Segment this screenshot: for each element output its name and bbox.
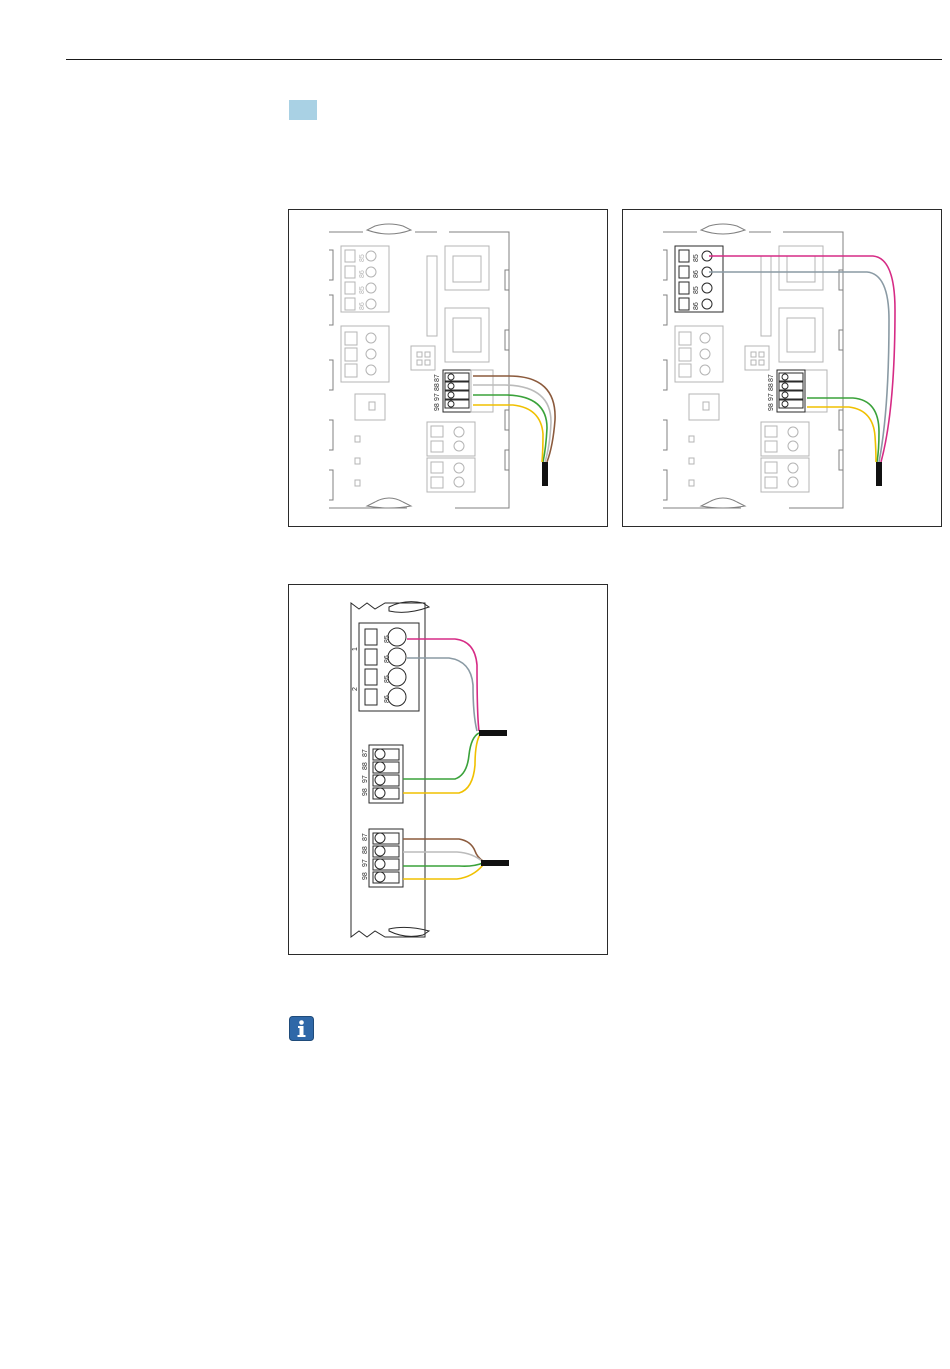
fig1-slot-b-label: 97 — [434, 393, 441, 401]
wire-yellow — [473, 405, 543, 462]
fig2-slot-b-label: 87 — [768, 374, 775, 382]
relay-label: 85 — [384, 675, 391, 683]
connector-bottom-label: 88 — [362, 846, 369, 854]
info-icon — [289, 1016, 314, 1041]
top-clip — [367, 224, 411, 234]
fig2-slot-b-label: 97 — [768, 393, 775, 401]
wire-green-lower — [403, 863, 483, 866]
bottom-clip — [367, 498, 411, 508]
cable-end — [876, 462, 882, 486]
connector-bottom-label: 87 — [362, 833, 369, 841]
cable-end — [479, 730, 507, 736]
fig2-slot-b-label: 98 — [768, 403, 775, 411]
wire-green — [403, 733, 479, 779]
connector-top — [369, 745, 403, 803]
connector-bottom-label: 97 — [362, 859, 369, 867]
fig2-slot-a-label: 86 — [693, 270, 700, 278]
connector-top-label: 98 — [362, 788, 369, 796]
top-clip — [701, 224, 745, 234]
fig1-slot-a-label: 86 — [359, 270, 366, 278]
wiring-figure-3: 1 2 85 86 85 86 87 88 97 98 87 88 97 98 — [288, 584, 608, 955]
fig1-slot-a-label: 85 — [359, 254, 366, 262]
relay-label: 85 — [384, 635, 391, 643]
wire-grey — [709, 272, 889, 462]
wire-white — [403, 852, 483, 862]
figure-3-drawing: 1 2 85 86 85 86 87 88 97 98 87 88 97 98 — [289, 585, 609, 956]
fig1-slot-b-label: 98 — [434, 403, 441, 411]
bottom-clip — [701, 498, 745, 508]
wiring-figure-1: 85 86 85 86 87 88 97 98 — [288, 209, 608, 527]
section-marker — [289, 100, 317, 120]
connector-bottom-label: 98 — [362, 872, 369, 880]
wire-magenta — [709, 256, 895, 462]
relay-label: 86 — [384, 655, 391, 663]
header-rule — [66, 59, 942, 60]
wire-white — [473, 385, 551, 462]
relay-label: 86 — [384, 695, 391, 703]
wiring-figure-2: 85 86 85 86 — [622, 209, 942, 527]
group-number: 1 — [352, 647, 359, 651]
wire-brown — [403, 839, 483, 861]
connector-top-label: 88 — [362, 762, 369, 770]
fig1-slot-a-label: 85 — [359, 286, 366, 294]
bottom-clip — [389, 927, 429, 936]
figure-2-drawing: 85 86 85 86 — [623, 210, 943, 528]
fig2-slot-b-label: 88 — [768, 383, 775, 391]
fig2-slot-a-label: 86 — [693, 302, 700, 310]
fig1-slot-b-label: 88 — [434, 383, 441, 391]
wire-grey — [407, 658, 477, 731]
wire-yellow — [807, 407, 876, 462]
connector-bottom — [369, 829, 403, 887]
connector-top-label: 87 — [362, 749, 369, 757]
wire-yellow — [403, 733, 481, 793]
fig1-slot-a-label: 86 — [359, 302, 366, 310]
figure-1-drawing: 85 86 85 86 87 88 97 98 — [289, 210, 609, 528]
cable-end — [542, 462, 548, 486]
fig2-slot-a-label: 85 — [693, 286, 700, 294]
wire-yellow-lower — [403, 865, 483, 879]
fig2-slot-a-label: 85 — [693, 254, 700, 262]
connector-top-label: 97 — [362, 775, 369, 783]
fig1-slot-b-label: 87 — [434, 374, 441, 382]
group-number: 2 — [352, 687, 359, 691]
wire-magenta — [407, 639, 479, 731]
cable-end — [481, 860, 509, 866]
